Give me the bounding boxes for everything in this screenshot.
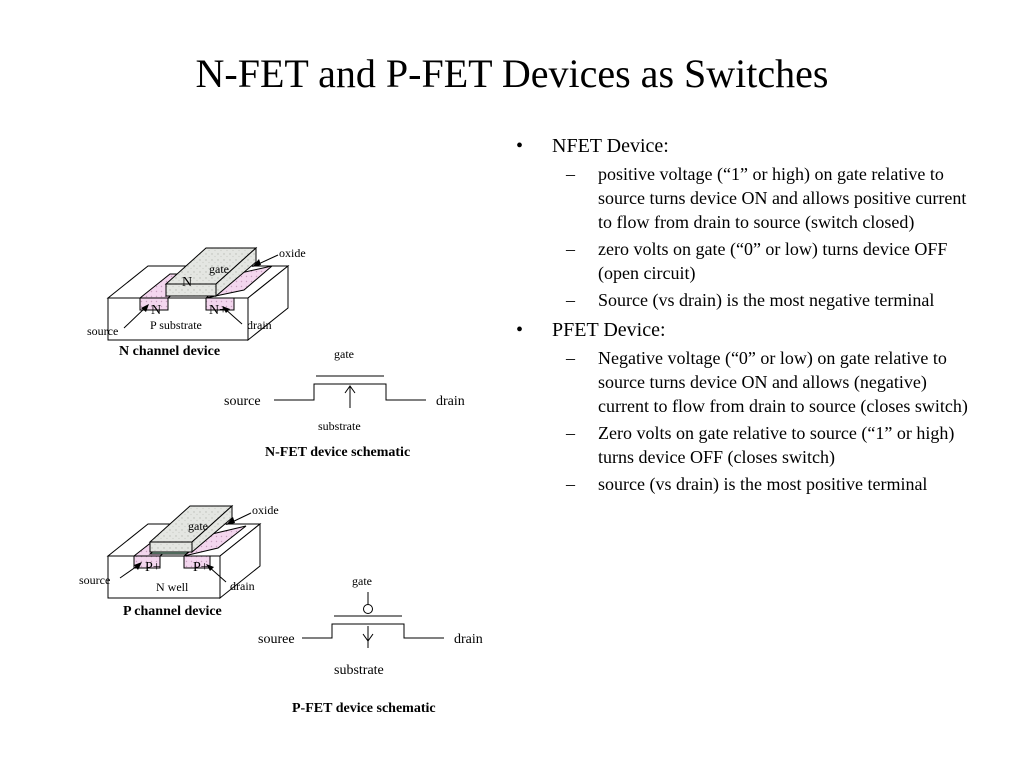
n-left-diffusion-label: N: [151, 303, 161, 318]
p-oxide-arrowhead: [226, 517, 235, 525]
n-sch-substrate-label: substrate: [318, 419, 361, 433]
p-gate-label: gate: [188, 519, 208, 533]
p-sch-source-label: souree: [258, 632, 295, 647]
n-gate-type-label: N: [182, 275, 192, 290]
p-gate-front: [149, 541, 193, 553]
sub-bullet: – Zero volts on gate relative to source …: [512, 421, 982, 469]
n-sch-channel: [274, 383, 426, 401]
p-diffusion-right-front: [183, 555, 211, 569]
fet-diagrams: oxide gate N N N+ P substrate source dra…: [79, 246, 483, 716]
dash-mark: –: [566, 474, 575, 494]
bullet-nfet: • NFET Device:: [512, 134, 982, 158]
bullet-list: • NFET Device: – positive voltage (“1” o…: [512, 134, 982, 499]
sub-bullet-text: source (vs drain) is the most positive t…: [598, 474, 928, 494]
sub-bullet: – source (vs drain) is the most positive…: [512, 472, 982, 496]
n-source-arrowhead: [141, 304, 149, 312]
sub-bullet: – Negative voltage (“0” or low) on gate …: [512, 346, 982, 418]
dash-mark: –: [566, 164, 575, 184]
p-schematic-caption: P-FET device schematic: [292, 701, 436, 716]
n-sch-arrowhead: [344, 385, 356, 394]
n-substrate-label: P substrate: [150, 318, 202, 332]
p-left-diffusion-label: P+: [145, 560, 161, 575]
n-sch-source-label: source: [224, 394, 261, 409]
p-sch-gate-label: gate: [352, 574, 372, 588]
p-drain-arrowhead: [206, 564, 214, 571]
p-fet-schematic: [302, 592, 444, 648]
n-oxide-arrowhead: [252, 259, 261, 267]
p-sch-substrate-label: substrate: [334, 663, 384, 678]
n-source-label: source: [87, 324, 118, 338]
p-sch-channel: [302, 623, 444, 639]
dash-mark: –: [566, 290, 575, 310]
n-gate-front: [165, 283, 217, 297]
sub-bullet-text: positive voltage (“1” or high) on gate r…: [598, 164, 967, 232]
n-schematic-caption: N-FET device schematic: [265, 445, 410, 460]
bullet-pfet: • PFET Device:: [512, 318, 982, 342]
sub-bullet: – positive voltage (“1” or high) on gate…: [512, 162, 982, 234]
dash-mark: –: [566, 239, 575, 259]
n-channel-caption: N channel device: [119, 344, 220, 359]
sub-bullet-text: Negative voltage (“0” or low) on gate re…: [598, 348, 968, 416]
dash-mark: –: [566, 348, 575, 368]
sub-bullet: – Source (vs drain) is the most negative…: [512, 288, 982, 312]
n-diffusion-right-front: [205, 297, 235, 311]
p-sch-arrowhead: [362, 633, 374, 642]
bullet-nfet-label: NFET Device:: [552, 135, 669, 157]
sub-bullet-text: zero volts on gate (“0” or low) turns de…: [598, 239, 948, 283]
p-source-label: source: [79, 573, 110, 587]
bullet-mark: •: [516, 135, 524, 157]
p-drain-label: drain: [230, 579, 255, 593]
n-sch-gate-label: gate: [334, 347, 354, 361]
p-channel-device: [106, 504, 262, 600]
bullet-pfet-label: PFET Device:: [552, 319, 666, 341]
n-substrate-front: [107, 297, 249, 341]
sub-bullet: – zero volts on gate (“0” or low) turns …: [512, 237, 982, 285]
p-well-label: N well: [156, 580, 189, 594]
p-channel-caption: P channel device: [123, 604, 222, 619]
p-sch-gate-bubble: [363, 604, 373, 614]
bullet-mark: •: [516, 319, 524, 341]
n-right-diffusion-label: N+: [209, 303, 227, 318]
n-drain-label: drain: [247, 318, 272, 332]
p-oxide-label: oxide: [252, 503, 279, 517]
n-drain-arrowhead: [222, 306, 230, 313]
n-fet-schematic: [274, 375, 426, 408]
n-sch-drain-label: drain: [436, 394, 465, 409]
n-channel-device: [106, 246, 290, 342]
sub-bullet-text: Source (vs drain) is the most negative t…: [598, 290, 935, 310]
n-oxide-label: oxide: [279, 246, 306, 260]
p-sch-drain-label: drain: [454, 632, 483, 647]
dash-mark: –: [566, 423, 575, 443]
slide-title: N-FET and P-FET Devices as Switches: [195, 51, 829, 96]
p-right-diffusion-label: P+: [193, 560, 209, 575]
p-source-arrowhead: [134, 562, 142, 570]
n-gate-label: gate: [209, 262, 229, 276]
sub-bullet-text: Zero volts on gate relative to source (“…: [598, 423, 955, 467]
